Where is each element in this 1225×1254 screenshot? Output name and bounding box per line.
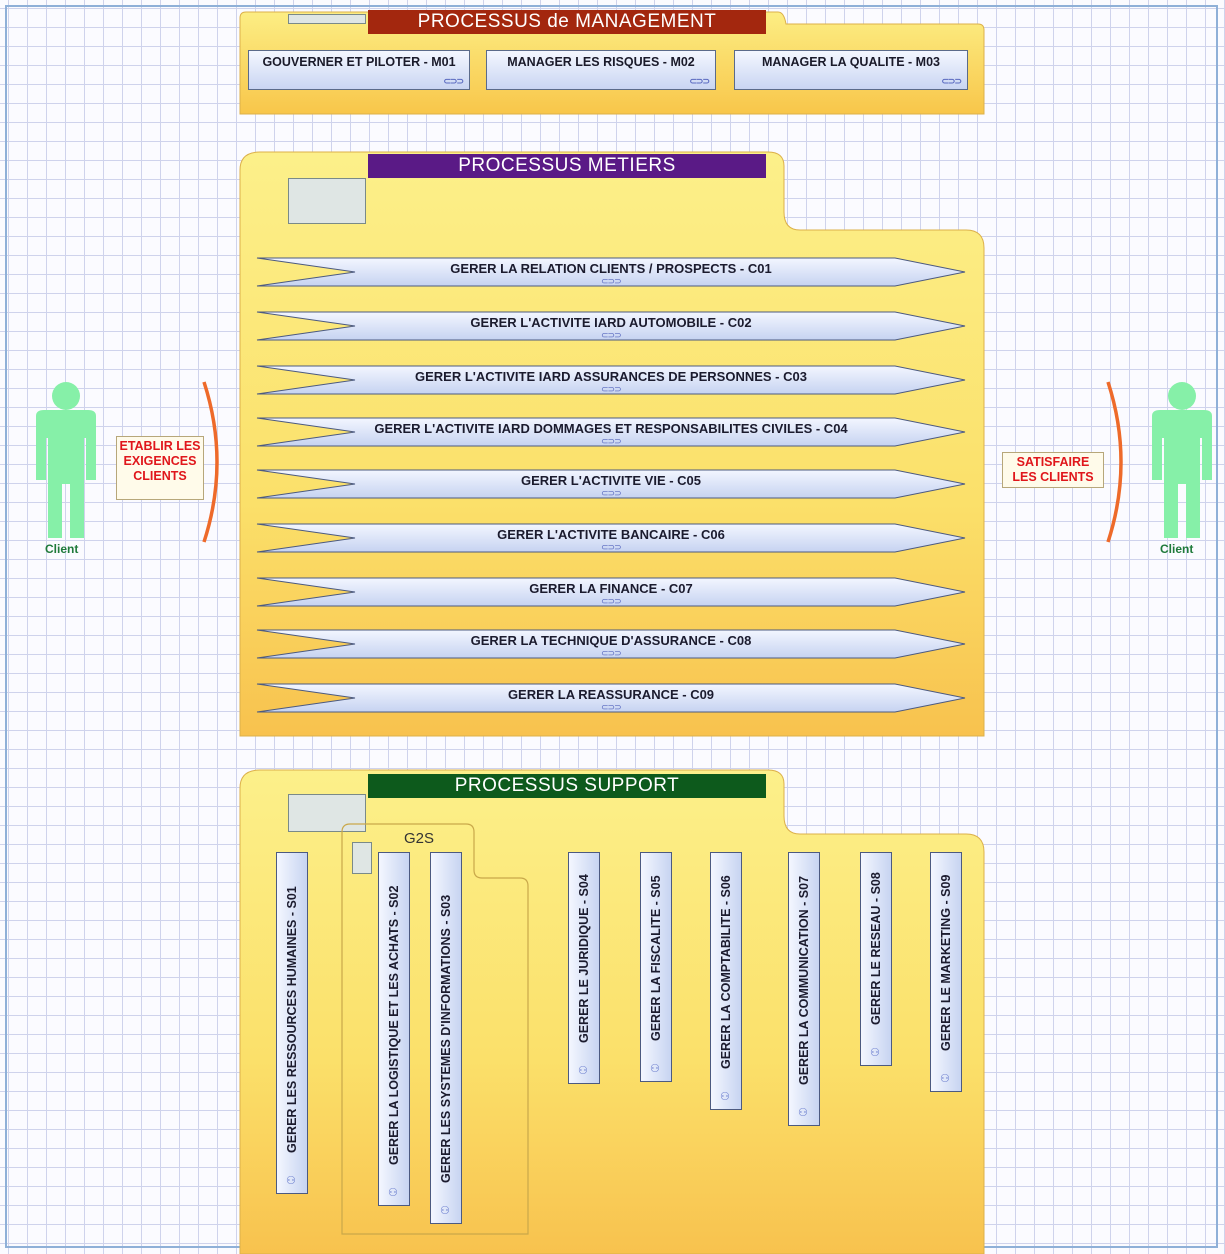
- link-icon: ⊂⊃⊃: [601, 542, 622, 552]
- folder-tab-indicator: [288, 178, 366, 224]
- arrow-shape: [256, 523, 966, 553]
- link-icon: ⊂⊃⊃: [601, 436, 622, 446]
- metiers-title: PROCESSUS METIERS: [368, 154, 766, 178]
- process-arrow-label: GERER L'ACTIVITE BANCAIRE - C06: [497, 527, 725, 542]
- client-label-right: Client: [1160, 542, 1194, 556]
- support-process-s07[interactable]: GERER LA COMMUNICATION - S07 ⚇: [788, 852, 820, 1126]
- support-process-s05[interactable]: GERER LA FISCALITE - S05 ⚇: [640, 852, 672, 1082]
- process-arrow-label: GERER L'ACTIVITE IARD ASSURANCES DE PERS…: [415, 369, 807, 384]
- folder-tab-indicator: [288, 794, 366, 832]
- management-title: PROCESSUS de MANAGEMENT: [368, 10, 766, 34]
- hierarchy-icon: ⚇: [870, 1047, 880, 1059]
- process-arrow-c06[interactable]: GERER L'ACTIVITE BANCAIRE - C06⊂⊃⊃: [255, 522, 967, 554]
- link-icon: ⊂⊃⊃: [601, 384, 622, 394]
- g2s-label: G2S: [404, 830, 435, 847]
- process-arrow-label: GERER L'ACTIVITE IARD DOMMAGES ET RESPON…: [374, 421, 848, 436]
- hierarchy-icon: ⚇: [388, 1187, 398, 1199]
- hierarchy-icon: ⚇: [720, 1091, 730, 1103]
- arrow-shape: [256, 469, 966, 499]
- process-arrow-c03[interactable]: GERER L'ACTIVITE IARD ASSURANCES DE PERS…: [255, 364, 967, 396]
- hierarchy-icon: ⚇: [650, 1063, 660, 1075]
- process-box-m03[interactable]: MANAGER LA QUALITE - M03 ⊂⊃⊃: [734, 50, 968, 90]
- process-arrow-c08[interactable]: GERER LA TECHNIQUE D'ASSURANCE - C08⊂⊃⊃: [255, 628, 967, 660]
- g2s-group-shape[interactable]: [340, 822, 530, 1236]
- arrow-shape: [256, 683, 966, 713]
- process-arrow-c05[interactable]: GERER L'ACTIVITE VIE - C05⊂⊃⊃: [255, 468, 967, 500]
- link-icon: ⊂⊃⊃: [601, 648, 622, 658]
- process-arrow-c01[interactable]: GERER LA RELATION CLIENTS / PROSPECTS - …: [255, 256, 967, 288]
- support-title: PROCESSUS SUPPORT: [368, 774, 766, 798]
- process-arrow-c09[interactable]: GERER LA REASSURANCE - C09⊂⊃⊃: [255, 682, 967, 714]
- support-process-s01[interactable]: GERER LES RESSOURCES HUMAINES - S01 ⚇: [276, 852, 308, 1194]
- process-box-label: MANAGER LES RISQUES - M02: [507, 55, 695, 69]
- process-arrow-c07[interactable]: GERER LA FINANCE - C07⊂⊃⊃: [255, 576, 967, 608]
- support-process-s06[interactable]: GERER LA COMPTABILITE - S06 ⚇: [710, 852, 742, 1110]
- arrow-shape: [256, 629, 966, 659]
- support-process-label: GERER LA COMMUNICATION - S07: [797, 875, 811, 1085]
- support-process-label: GERER LA FISCALITE - S05: [649, 875, 663, 1041]
- link-icon: ⊂⊃⊃: [601, 488, 622, 498]
- arrow-shape: [256, 577, 966, 607]
- g2s-tab-indicator: [352, 842, 372, 874]
- support-process-label: GERER LES SYSTEMES D'INFORMATIONS - S03: [439, 894, 453, 1183]
- arrow-shape: [256, 311, 966, 341]
- support-process-s03[interactable]: GERER LES SYSTEMES D'INFORMATIONS - S03 ⚇: [430, 852, 462, 1224]
- process-arrow-label: GERER LA TECHNIQUE D'ASSURANCE - C08: [470, 633, 752, 648]
- process-box-label: MANAGER LA QUALITE - M03: [761, 55, 940, 69]
- link-icon: ⊂⊃⊃: [601, 702, 622, 712]
- link-icon: ⊂⊃⊃: [443, 76, 464, 86]
- note-right: SATISFAIRE LES CLIENTS: [1002, 452, 1104, 488]
- support-process-s02[interactable]: GERER LA LOGISTIQUE ET LES ACHATS - S02 ⚇: [378, 852, 410, 1206]
- hierarchy-icon: ⚇: [940, 1073, 950, 1085]
- process-arrow-label: GERER LA FINANCE - C07: [529, 581, 693, 596]
- hierarchy-icon: ⚇: [798, 1107, 808, 1119]
- arrow-shape: [256, 365, 966, 395]
- process-box-m01[interactable]: GOUVERNER ET PILOTER - M01 ⊂⊃⊃: [248, 50, 470, 90]
- bracket-left: [202, 381, 219, 543]
- link-icon: ⊂⊃⊃: [941, 76, 962, 86]
- note-left: ETABLIR LES EXIGENCES CLIENTS: [116, 436, 204, 500]
- link-icon: ⊂⊃⊃: [689, 76, 710, 86]
- hierarchy-icon: ⚇: [440, 1205, 450, 1217]
- link-icon: ⊂⊃⊃: [601, 596, 622, 606]
- folder-tab-indicator: [288, 14, 366, 24]
- client-label-left: Client: [45, 542, 79, 556]
- client-person-icon-left: [36, 382, 96, 538]
- support-process-label: GERER LES RESSOURCES HUMAINES - S01: [285, 886, 299, 1153]
- management-folder[interactable]: PROCESSUS de MANAGEMENT GOUVERNER ET PIL…: [238, 10, 986, 118]
- note-left-text: ETABLIR LES EXIGENCES CLIENTS: [119, 439, 201, 483]
- process-arrow-label: GERER LA RELATION CLIENTS / PROSPECTS - …: [450, 261, 772, 276]
- note-right-text: SATISFAIRE LES CLIENTS: [1012, 455, 1094, 484]
- support-process-s04[interactable]: GERER LE JURIDIQUE - S04 ⚇: [568, 852, 600, 1084]
- support-process-label: GERER LA LOGISTIQUE ET LES ACHATS - S02: [387, 885, 401, 1165]
- link-icon: ⊂⊃⊃: [601, 330, 622, 340]
- process-arrow-c02[interactable]: GERER L'ACTIVITE IARD AUTOMOBILE - C02⊂⊃…: [255, 310, 967, 342]
- bracket-right: [1106, 381, 1123, 543]
- support-process-label: GERER LE MARKETING - S09: [939, 874, 953, 1051]
- client-person-icon-right: [1152, 382, 1212, 538]
- process-arrow-label: GERER L'ACTIVITE VIE - C05: [520, 473, 702, 488]
- process-box-m02[interactable]: MANAGER LES RISQUES - M02 ⊂⊃⊃: [486, 50, 716, 90]
- support-process-label: GERER LE JURIDIQUE - S04: [577, 874, 591, 1043]
- process-arrow-label: GERER L'ACTIVITE IARD AUTOMOBILE - C02: [470, 315, 752, 330]
- arrow-shape: [256, 257, 966, 287]
- arrow-shape: [256, 417, 966, 447]
- support-process-label: GERER LE RESEAU - S08: [869, 872, 883, 1025]
- support-process-s08[interactable]: GERER LE RESEAU - S08 ⚇: [860, 852, 892, 1066]
- support-process-s09[interactable]: GERER LE MARKETING - S09 ⚇: [930, 852, 962, 1092]
- support-process-label: GERER LA COMPTABILITE - S06: [719, 875, 733, 1069]
- hierarchy-icon: ⚇: [578, 1065, 588, 1077]
- process-arrow-c04[interactable]: GERER L'ACTIVITE IARD DOMMAGES ET RESPON…: [255, 416, 967, 448]
- process-arrow-label: GERER LA REASSURANCE - C09: [507, 687, 715, 702]
- hierarchy-icon: ⚇: [286, 1175, 296, 1187]
- process-box-label: GOUVERNER ET PILOTER - M01: [262, 55, 456, 69]
- link-icon: ⊂⊃⊃: [601, 276, 622, 286]
